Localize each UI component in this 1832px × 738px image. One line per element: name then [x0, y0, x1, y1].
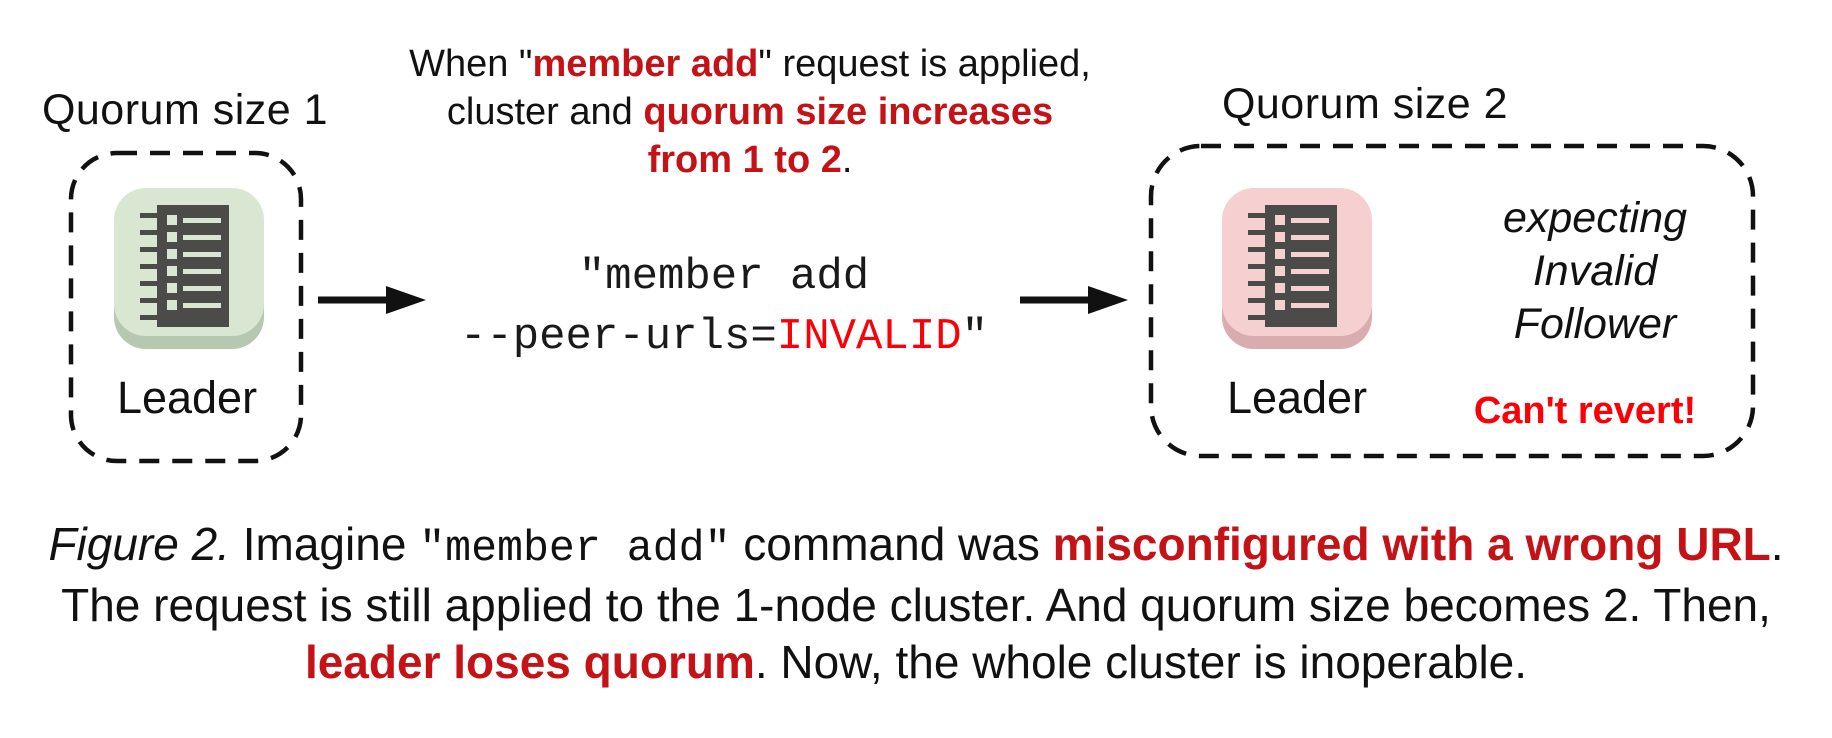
- caption-line-2: The request is still applied to the 1-no…: [61, 579, 1771, 631]
- right-cluster-title: Quorum size 2: [1221, 80, 1509, 128]
- annotation-text: cluster and: [446, 91, 644, 133]
- etcd-node-icon-green: [114, 188, 264, 349]
- command-text: ": [961, 312, 989, 362]
- command-invalid-value: INVALID: [776, 312, 962, 362]
- annotation-text: " request is applied,: [758, 43, 1091, 85]
- annotation-text: .: [841, 139, 853, 181]
- annotation-line-1: When "member add" request is applied,: [370, 40, 1130, 88]
- caption-line-3: leader loses quorum. Now, the whole clus…: [0, 634, 1832, 691]
- command-line-2: --peer-urls=INVALID": [424, 307, 1024, 367]
- left-cluster-boundary: [68, 150, 304, 464]
- cant-revert-warning: Can't revert!: [1473, 390, 1697, 432]
- caption-text: .: [1770, 518, 1784, 570]
- etcd-node-icon-pink: [1222, 188, 1372, 349]
- note-line-2: Invalid: [1532, 247, 1658, 295]
- caption-code: "member add": [419, 524, 731, 573]
- caption-text: Imagine: [229, 518, 420, 570]
- member-add-command: "member add --peer-urls=INVALID": [424, 247, 1024, 367]
- command-line-1: "member add: [578, 252, 870, 302]
- caption-highlight: misconfigured with a wrong URL: [1052, 518, 1771, 570]
- right-leader-label: Leader: [1226, 372, 1368, 423]
- member-add-annotation: When "member add" request is applied, cl…: [370, 40, 1130, 184]
- right-cluster-boundary: [1148, 143, 1756, 459]
- annotation-highlight: member add: [532, 43, 759, 85]
- annotation-line-3: from 1 to 2.: [370, 136, 1130, 184]
- note-line-1: expecting: [1502, 194, 1688, 242]
- caption-text: command was: [730, 518, 1053, 570]
- figure-caption: Figure 2. Imagine "member add" command w…: [0, 516, 1832, 691]
- caption-highlight: leader loses quorum: [304, 636, 755, 688]
- annotation-text: When ": [409, 43, 533, 85]
- figure-number: Figure 2.: [48, 518, 230, 570]
- left-cluster-title: Quorum size 1: [41, 86, 329, 134]
- annotation-highlight: quorum size increases: [643, 91, 1054, 133]
- command-text: --peer-urls=: [459, 312, 777, 362]
- caption-line-1: Figure 2. Imagine "member add" command w…: [0, 516, 1832, 577]
- caption-text: . Now, the whole cluster is inoperable.: [754, 636, 1528, 688]
- arrow-right-icon: [1020, 286, 1128, 314]
- arrow-right-icon: [318, 286, 426, 314]
- annotation-highlight: from 1 to 2: [647, 139, 842, 181]
- left-leader-label: Leader: [116, 372, 258, 423]
- annotation-line-2: cluster and quorum size increases: [370, 88, 1130, 136]
- note-line-3: Follower: [1513, 300, 1677, 348]
- expecting-follower-note: expecting Invalid Follower: [1440, 192, 1750, 351]
